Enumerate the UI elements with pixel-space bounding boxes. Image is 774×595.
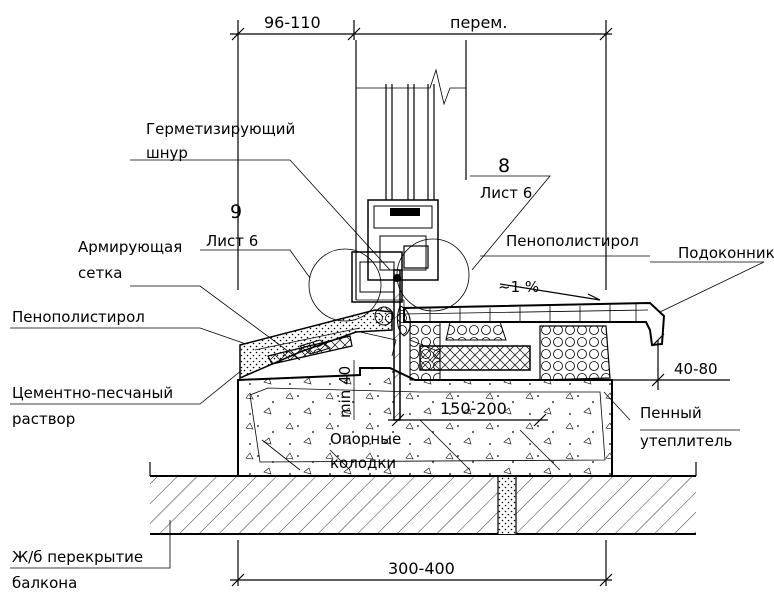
- label-slab-line1: Ж/б перекрытие: [12, 548, 143, 566]
- detail-circle-9: [308, 248, 382, 322]
- dim-sill-height: 40-80: [674, 360, 718, 378]
- dim-support-spacing: 150-200: [440, 399, 507, 418]
- label-slab-line2: балкона: [12, 574, 77, 592]
- concrete-slab: [149, 462, 697, 535]
- dim-slope: ~1 %: [498, 278, 539, 296]
- label-mortar-line2: раствор: [12, 410, 75, 428]
- label-foam-line2: утеплитель: [640, 432, 732, 450]
- window-frame: [351, 40, 467, 421]
- dim-base-width: 300-400: [388, 559, 455, 578]
- dim-variable: перем.: [450, 13, 507, 32]
- window-sill: [403, 301, 666, 347]
- label-sealing-cord-line1: Герметизирующий: [146, 120, 295, 138]
- dimension-lines: [230, 20, 730, 587]
- callout-9-number: 9: [230, 201, 242, 223]
- detail-circle-8: [396, 238, 470, 312]
- callout-8-number: 8: [498, 155, 510, 177]
- label-mesh-line1: Армирующая: [78, 238, 182, 256]
- label-mortar-line1: Цементно-песчаный: [12, 384, 173, 402]
- eps-insulation: [409, 321, 611, 381]
- callout-9-sheet: Лист 6: [206, 232, 258, 250]
- mortar-base: [237, 367, 613, 477]
- label-supports-line2: колодки: [330, 454, 396, 472]
- callout-8-sheet: Лист 6: [480, 184, 532, 202]
- label-sill: Подоконник: [678, 244, 774, 262]
- label-foam-line1: Пенный: [640, 404, 702, 422]
- label-sealing-cord-line2: шнур: [146, 144, 188, 162]
- dim-frame-width: 96-110: [264, 13, 321, 32]
- leader-lines: [10, 159, 765, 569]
- label-supports-line1: Опорные: [330, 430, 401, 448]
- label-eps-right: Пенополистирол: [506, 232, 639, 250]
- dim-min-distance: min 40: [336, 366, 354, 418]
- label-mesh-line2: сетка: [78, 264, 122, 282]
- label-eps-left: Пенополистирол: [12, 308, 145, 326]
